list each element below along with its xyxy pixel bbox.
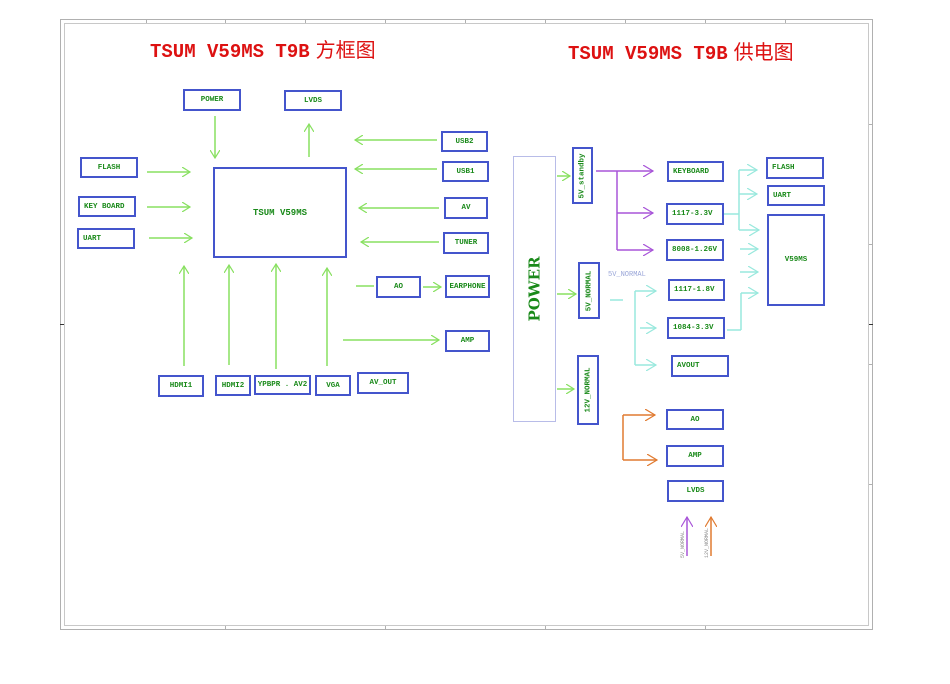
target-uart[interactable]: UART <box>767 185 825 206</box>
legend-5v-normal-label: 5V_NORMAL <box>680 530 686 558</box>
block-av-label: AV <box>461 204 471 212</box>
target-uart-label: UART <box>773 191 792 200</box>
power-diagram-title-text: TSUM V59MS T9B <box>568 43 728 65</box>
load-1117-1.8v-label: 1117-1.8V <box>674 286 715 294</box>
block-diagram-title-cn: 方框图 <box>315 38 376 62</box>
frame-tick <box>60 324 64 325</box>
block-uart-label: UART <box>83 234 102 243</box>
block-usb2-label: USB2 <box>455 137 474 146</box>
load-avout[interactable]: AVOUT <box>671 355 729 377</box>
load-12v-amp[interactable]: AMP <box>666 445 724 467</box>
frame-tick <box>869 364 873 365</box>
frame-tick <box>545 19 546 23</box>
frame-tick <box>785 19 786 23</box>
block-uart[interactable]: UART <box>77 228 135 249</box>
drawing-frame-inner <box>64 23 869 626</box>
load-keyboard-label: KEYBOARD <box>673 167 710 176</box>
frame-tick <box>305 19 306 23</box>
target-flash[interactable]: FLASH <box>766 157 824 179</box>
load-12v-lvds-label: LVDS <box>686 487 705 495</box>
load-12v-lvds[interactable]: LVDS <box>667 480 724 502</box>
net-label-5v-normal: 5V_NORMAL <box>608 271 646 279</box>
frame-tick <box>545 626 546 630</box>
rail-5v-standby-label: 5V_standby <box>578 152 587 199</box>
target-v59ms-label: V59MS <box>784 256 808 264</box>
frame-tick <box>705 19 706 23</box>
block-hdmi1[interactable]: HDMI1 <box>158 375 204 397</box>
legend-12v-normal-label: 12V_NORMAL <box>704 527 710 558</box>
block-av-out[interactable]: AV_OUT <box>357 372 409 394</box>
rail-5v-standby[interactable]: 5V_standby <box>572 147 593 204</box>
block-ao-label: AO <box>393 283 403 291</box>
target-flash-label: FLASH <box>772 164 795 172</box>
block-usb1-label: USB1 <box>456 167 475 176</box>
block-lvds[interactable]: LVDS <box>284 90 342 111</box>
frame-tick <box>869 484 873 485</box>
block-ypbpr-av2[interactable]: YPBPR . AV2 <box>254 375 311 395</box>
block-keyboard[interactable]: KEY BOARD <box>78 196 136 217</box>
load-1117-1.8v[interactable]: 1117-1.8V <box>668 279 725 301</box>
rail-5v-normal[interactable]: 5V_NORMAL <box>578 262 600 319</box>
block-earphone-label: EARPHONE <box>449 282 486 291</box>
load-8008-1.26v-label: 8008-1.26V <box>672 246 718 254</box>
power-source-block[interactable]: POWER <box>513 156 556 422</box>
block-tuner-label: TUNER <box>454 239 478 247</box>
frame-tick <box>869 244 873 245</box>
load-avout-label: AVOUT <box>677 362 700 370</box>
block-vga[interactable]: VGA <box>315 375 351 396</box>
frame-tick <box>869 124 873 125</box>
block-flash-label: FLASH <box>97 163 121 172</box>
block-amp-label: AMP <box>460 337 475 345</box>
rail-5v-normal-label: 5V_NORMAL <box>585 270 594 311</box>
block-power-label: POWER <box>200 96 224 104</box>
block-lvds-label: LVDS <box>303 96 322 105</box>
frame-tick <box>385 19 386 23</box>
block-ao[interactable]: AO <box>376 276 421 298</box>
frame-tick <box>625 19 626 23</box>
load-1117-3.3v[interactable]: 1117-3.3V <box>666 203 724 225</box>
block-vga-label: VGA <box>326 381 340 390</box>
block-hdmi1-label: HDMI1 <box>169 382 193 390</box>
load-keyboard[interactable]: KEYBOARD <box>667 161 724 182</box>
load-1084-3.3v-label: 1084-3.3V <box>673 324 714 332</box>
frame-tick <box>385 626 386 630</box>
frame-tick <box>465 19 466 23</box>
block-earphone[interactable]: EARPHONE <box>445 275 490 298</box>
target-v59ms[interactable]: V59MS <box>767 214 825 306</box>
block-soc-label: TSUM V59MS <box>252 207 307 218</box>
block-hdmi2[interactable]: HDMI2 <box>215 375 251 396</box>
load-12v-ao[interactable]: AO <box>666 409 724 430</box>
block-flash[interactable]: FLASH <box>80 157 138 178</box>
block-keyboard-label: KEY BOARD <box>84 202 125 211</box>
frame-tick <box>146 19 147 23</box>
load-1084-3.3v[interactable]: 1084-3.3V <box>667 317 725 339</box>
block-soc[interactable]: TSUM V59MS <box>213 167 347 258</box>
rail-12v-normal[interactable]: 12V_NORMAL <box>577 355 599 425</box>
block-usb2[interactable]: USB2 <box>441 131 488 152</box>
block-diagram-title-text: TSUM V59MS T9B <box>150 41 310 63</box>
power-diagram-title-cn: 供电图 <box>733 40 794 64</box>
block-tuner[interactable]: TUNER <box>443 232 489 254</box>
power-source-label: POWER <box>525 256 544 322</box>
frame-tick <box>225 19 226 23</box>
load-12v-ao-label: AO <box>690 415 700 424</box>
load-12v-amp-label: AMP <box>688 452 702 460</box>
block-amp[interactable]: AMP <box>445 330 490 352</box>
block-av-out-label: AV_OUT <box>369 379 397 387</box>
block-hdmi2-label: HDMI2 <box>221 381 245 390</box>
block-power[interactable]: POWER <box>183 89 241 111</box>
block-usb1[interactable]: USB1 <box>442 161 489 182</box>
block-av[interactable]: AV <box>444 197 488 219</box>
frame-tick <box>225 626 226 630</box>
frame-tick <box>869 324 873 325</box>
rail-12v-normal-label: 12V_NORMAL <box>584 367 593 413</box>
load-1117-3.3v-label: 1117-3.3V <box>672 210 713 218</box>
frame-tick <box>705 626 706 630</box>
block-ypbpr-av2-label: YPBPR . AV2 <box>257 381 308 389</box>
load-8008-1.26v[interactable]: 8008-1.26V <box>666 239 724 261</box>
